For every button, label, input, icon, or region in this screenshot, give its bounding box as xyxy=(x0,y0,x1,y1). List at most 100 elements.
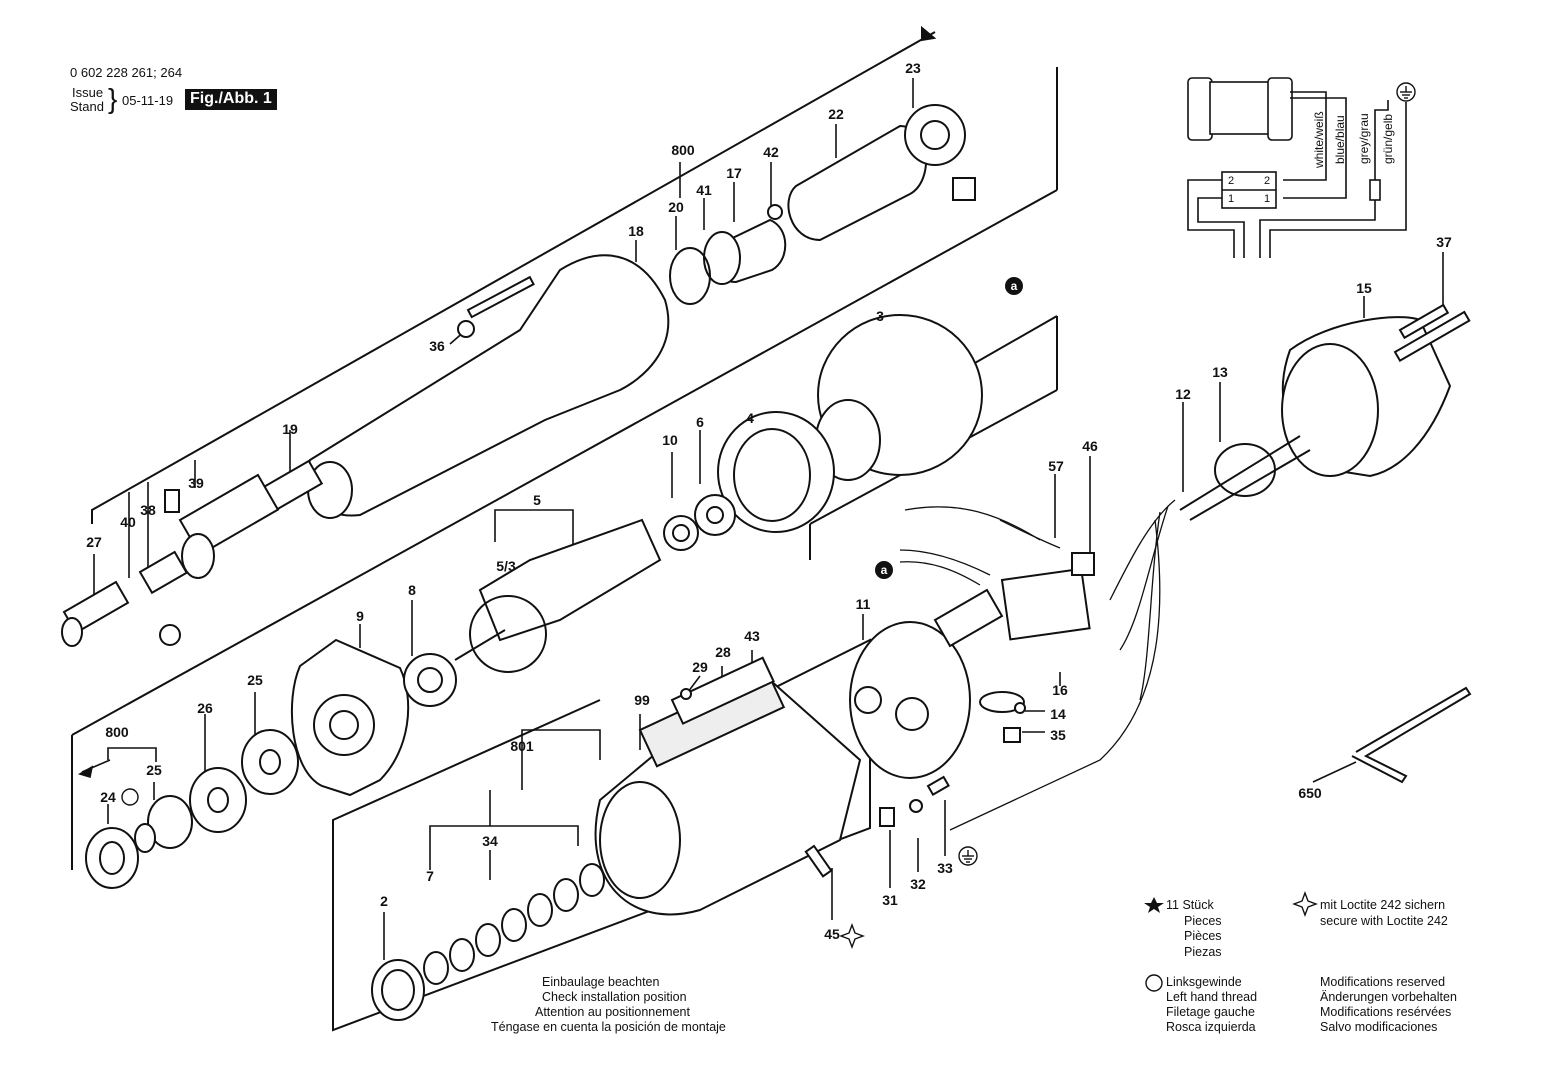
callout-37: 37 xyxy=(1436,234,1452,250)
callout-25-lower: 25 xyxy=(146,762,162,778)
part-20-oring xyxy=(669,247,711,305)
marker-a-top: a xyxy=(1010,279,1018,293)
callout-43: 43 xyxy=(744,628,760,644)
callout-20: 20 xyxy=(668,199,684,215)
callout-40: 40 xyxy=(120,514,136,530)
callout-15: 15 xyxy=(1356,280,1372,296)
left-hand-thread-icon xyxy=(121,788,1163,992)
callout-8: 8 xyxy=(408,582,416,598)
callout-12: 12 xyxy=(1175,386,1191,402)
part-25-hub-b xyxy=(147,795,193,849)
legend-star-title: 11 Stück xyxy=(1166,898,1214,912)
callout-45: 45 xyxy=(824,926,840,942)
stand-label: Stand xyxy=(70,99,104,114)
part-42-clip xyxy=(767,204,783,220)
callout-10: 10 xyxy=(662,432,678,448)
callout-27: 27 xyxy=(86,534,102,550)
part-7-ring xyxy=(423,951,449,985)
part-14-tab xyxy=(979,691,1025,713)
callout-34: 34 xyxy=(482,833,498,849)
part-31-clip xyxy=(879,807,895,827)
brace-icon: } xyxy=(108,83,118,114)
callout-2: 2 xyxy=(380,893,388,909)
part-35-screw xyxy=(1003,727,1021,743)
callout-35: 35 xyxy=(1050,727,1066,743)
callout-38: 38 xyxy=(140,502,156,518)
legend-star-line: Piezas xyxy=(1184,945,1222,959)
wire-label-blue: blue/blau xyxy=(1333,115,1347,164)
callout-99: 99 xyxy=(634,692,650,708)
callout-13: 13 xyxy=(1212,364,1228,380)
callout-23: 23 xyxy=(905,60,921,76)
callout-7: 7 xyxy=(426,868,434,884)
legend-modifications-line: Salvo modificaciones xyxy=(1320,1020,1438,1034)
terminal-2-left: 2 xyxy=(1228,175,1235,187)
callout-17: 17 xyxy=(726,165,742,181)
legend-modifications-line: Änderungen vorbehalten xyxy=(1320,990,1457,1004)
star-icon xyxy=(1144,897,1164,913)
callout-650: 650 xyxy=(1298,785,1322,801)
callout-18: 18 xyxy=(628,223,644,239)
callout-39: 39 xyxy=(188,475,204,491)
callout-42: 42 xyxy=(763,144,779,160)
callout-19: 19 xyxy=(282,421,298,437)
part-28-nameplate xyxy=(670,656,775,725)
marker-a-left-icon xyxy=(875,561,893,579)
callout-36: 36 xyxy=(429,338,445,354)
terminal-1-right: 1 xyxy=(1264,193,1271,205)
part-5-armature xyxy=(478,518,662,642)
callout-25-upper: 25 xyxy=(247,672,263,688)
legend-lefthand-line: Linksgewinde xyxy=(1166,975,1242,989)
callout-800-top: 800 xyxy=(671,142,695,158)
figure-badge: Fig./Abb. 1 xyxy=(185,89,277,110)
ground-icon xyxy=(958,846,978,866)
legend-lefthand-line: Left hand thread xyxy=(1166,990,1258,1004)
legend-modifications-line: Modifications reserved xyxy=(1320,975,1446,989)
legend-star-line: Pièces xyxy=(1184,929,1222,943)
legend-lefthand-line: Filetage gauche xyxy=(1166,1005,1255,1019)
installation-note-line: Einbaulage beachten xyxy=(542,975,660,989)
callout-46: 46 xyxy=(1082,438,1098,454)
issue-date: 05-11-19 xyxy=(122,93,174,108)
wire-label-green: grün/gelb xyxy=(1381,113,1395,164)
legend-modifications-line: Modifications resérvées xyxy=(1320,1005,1452,1019)
part-16-switch xyxy=(1000,567,1091,641)
callout-22: 22 xyxy=(828,106,844,122)
callout-14: 14 xyxy=(1050,706,1066,722)
part-46-connector xyxy=(1071,552,1095,576)
part-18-19-housing xyxy=(306,254,670,517)
installation-note-line: Téngase en cuenta la posición de montaje xyxy=(491,1020,726,1034)
ground-icon-wiring xyxy=(1396,82,1416,102)
callout-31: 31 xyxy=(882,892,898,908)
wire-label-white: white/weiß xyxy=(1312,111,1326,168)
marker-a-top-icon xyxy=(1005,277,1023,295)
callout-32: 32 xyxy=(910,876,926,892)
installation-note-line: Check installation position xyxy=(542,990,687,1004)
callout-28: 28 xyxy=(715,644,731,660)
frame-arrow-icon xyxy=(921,25,937,42)
callout-6: 6 xyxy=(696,414,704,430)
assembly-frame-top xyxy=(91,31,936,524)
issue-label: Issue xyxy=(72,85,104,100)
callout-5: 5 xyxy=(533,492,541,508)
callout-26: 26 xyxy=(197,700,213,716)
terminal-1-left: 1 xyxy=(1228,193,1235,205)
callout-41: 41 xyxy=(696,182,712,198)
part-41-ring xyxy=(703,231,741,285)
part-32-washer xyxy=(909,799,923,813)
legend-lefthand-line: Rosca izquierda xyxy=(1166,1020,1256,1034)
part-34-brush-set xyxy=(449,863,605,972)
legend-loctite-line: mit Loctite 242 sichern xyxy=(1320,898,1446,912)
wiring-diagram xyxy=(1187,77,1407,258)
part-15-opening xyxy=(1281,343,1379,477)
legend-loctite-line: secure with Loctite 242 xyxy=(1320,914,1448,928)
callout-800-lower: 800 xyxy=(105,724,129,740)
part-number: 0 602 228 261; 264 xyxy=(70,65,183,80)
callout-5-3: 5/3 xyxy=(496,558,516,574)
wire-label-grey: grey/grau xyxy=(1357,113,1371,164)
callout-3: 3 xyxy=(876,308,884,324)
part-33-screw xyxy=(926,775,950,797)
terminal-2-right: 2 xyxy=(1264,175,1271,187)
